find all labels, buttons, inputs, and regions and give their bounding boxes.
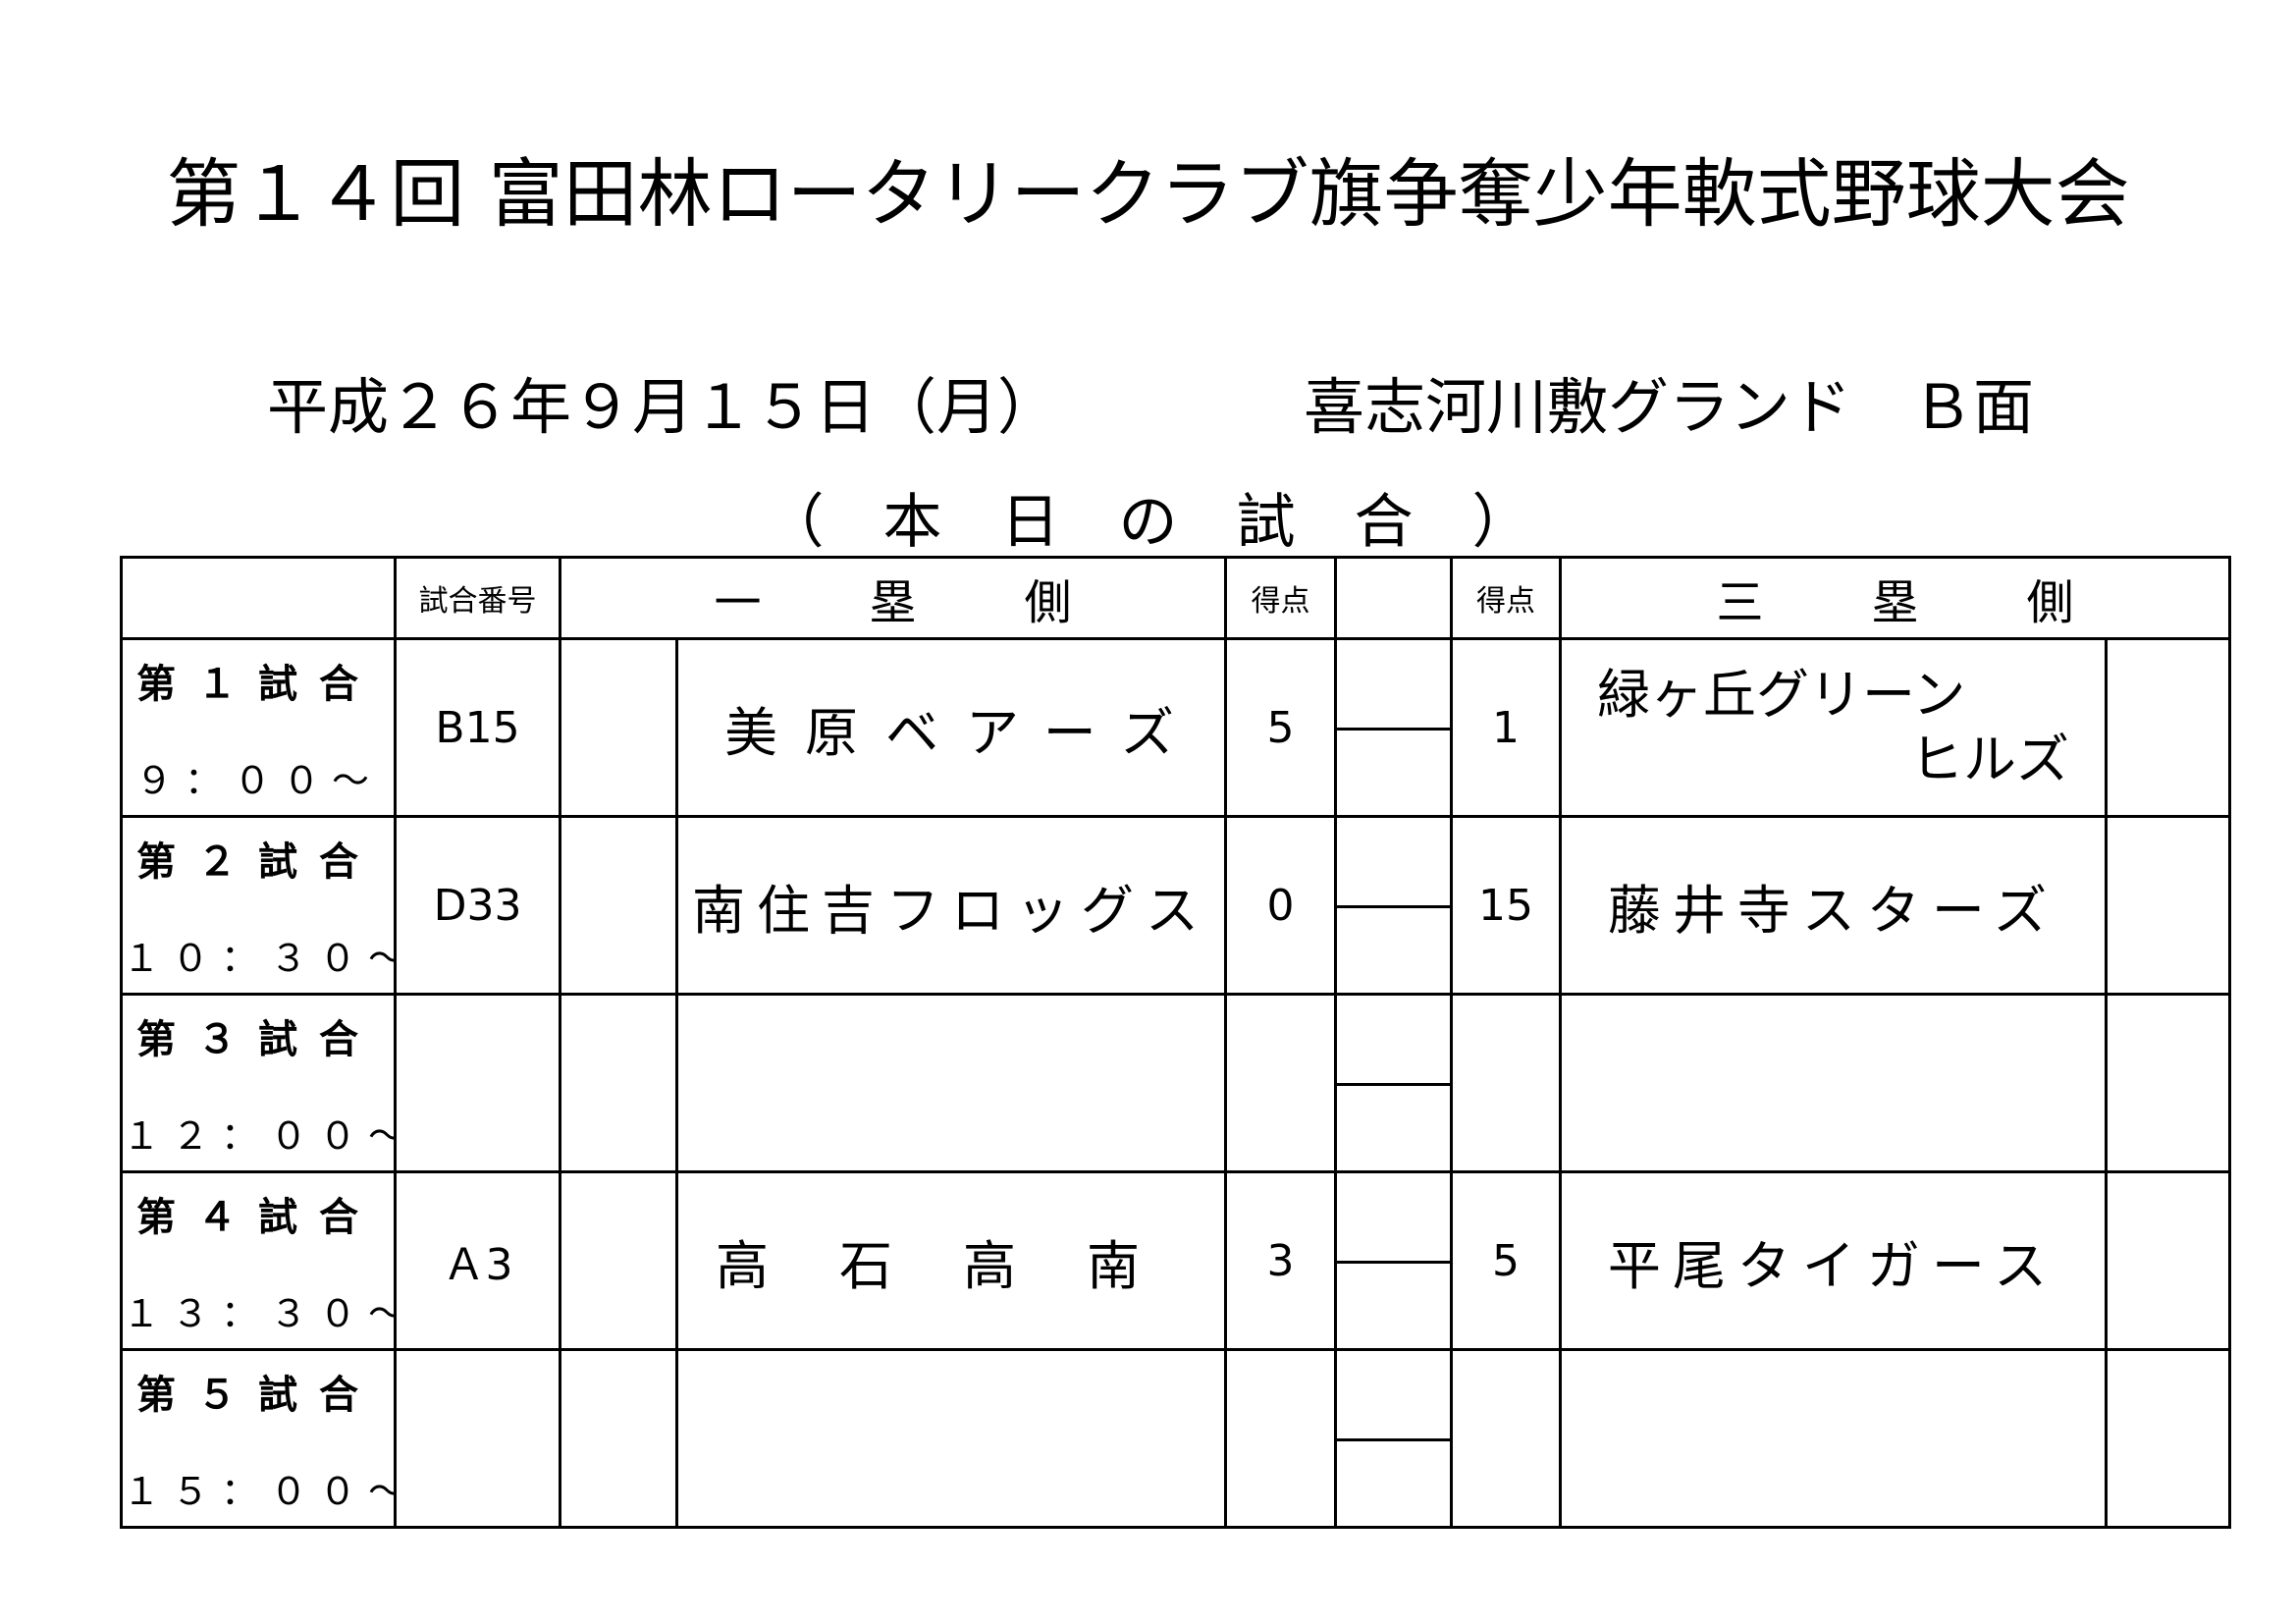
spacer-cell bbox=[559, 1348, 678, 1529]
game-row: 第２試合 １０：３０～ D33 南住吉フロッグス 0 15 藤井寺スターズ bbox=[120, 815, 2232, 996]
score-separator bbox=[1334, 1170, 1454, 1351]
venue: 喜志河川敷グランド Ｂ面 bbox=[1304, 371, 2035, 443]
dash-line bbox=[1338, 1083, 1449, 1086]
team-third-base bbox=[1559, 1348, 2109, 1529]
dash-line bbox=[1338, 1438, 1449, 1441]
spacer-cell bbox=[559, 815, 678, 996]
spacer-cell bbox=[2105, 1348, 2232, 1529]
match-no: Ａ3 bbox=[394, 1170, 561, 1351]
game-label: 第５試合 bbox=[136, 1372, 380, 1418]
team-first-base: 高石高南 bbox=[674, 1170, 1228, 1351]
game-time: １０：３０～ bbox=[123, 936, 396, 980]
spacer-cell bbox=[559, 1170, 678, 1351]
spacer-cell bbox=[2105, 815, 2232, 996]
score-first-base: 3 bbox=[1224, 1170, 1338, 1351]
game-time: １３：３０～ bbox=[123, 1291, 396, 1335]
match-no bbox=[394, 1348, 561, 1529]
dash-line bbox=[1338, 1261, 1449, 1264]
game-time: １２：００～ bbox=[123, 1113, 396, 1158]
header-dash-blank bbox=[1334, 556, 1454, 640]
game-label: 第２試合 bbox=[136, 839, 380, 885]
team-third-base bbox=[1559, 993, 2109, 1173]
score-third-base: 15 bbox=[1450, 815, 1563, 996]
score-third-base bbox=[1450, 1348, 1563, 1529]
score-first-base: 0 bbox=[1224, 815, 1338, 996]
game-row: 第４試合 １３：３０～ Ａ3 高石高南 3 5 平尾タイガース bbox=[120, 1170, 2232, 1351]
match-no bbox=[394, 993, 561, 1173]
header-third-base-side: 三塁側 bbox=[1559, 556, 2232, 640]
game-row: 第１試合 ９：００～ B15 美原ベアーズ 5 1 緑ヶ丘グリーン ヒルズ bbox=[120, 637, 2232, 818]
score-first-base bbox=[1224, 993, 1338, 1173]
game-label-cell: 第４試合 １３：３０～ bbox=[120, 1170, 397, 1351]
page-title: 第１４回 富田林ロータリークラブ旗争奪少年軟式野球大会 bbox=[166, 150, 2130, 238]
event-date: 平成２６年９月１５日（月） bbox=[267, 371, 1059, 443]
spacer-cell bbox=[2105, 993, 2232, 1173]
score-third-base: 5 bbox=[1450, 1170, 1563, 1351]
game-label-cell: 第１試合 ９：００～ bbox=[120, 637, 397, 818]
game-label-cell: 第３試合 １２：００～ bbox=[120, 993, 397, 1173]
score-separator bbox=[1334, 815, 1454, 996]
team-first-base bbox=[674, 1348, 1228, 1529]
score-separator bbox=[1334, 993, 1454, 1173]
score-separator bbox=[1334, 1348, 1454, 1529]
schedule-table: 試合番号 一塁側 得点 得点 三塁側 第１試合 ９：００～ B15 美原ベアーズ… bbox=[120, 556, 2232, 1529]
score-separator bbox=[1334, 637, 1454, 818]
spacer-cell bbox=[559, 993, 678, 1173]
team-first-base bbox=[674, 993, 1228, 1173]
team-third-base: 平尾タイガース bbox=[1559, 1170, 2109, 1351]
game-label: 第３試合 bbox=[136, 1016, 380, 1062]
section-subtitle: （ 本 日 の 試 合 ） bbox=[765, 488, 1531, 557]
header-row: 試合番号 一塁側 得点 得点 三塁側 bbox=[120, 556, 2232, 640]
game-row: 第５試合 １５：００～ bbox=[120, 1348, 2232, 1529]
header-blank bbox=[120, 556, 397, 640]
game-label-cell: 第２試合 １０：３０～ bbox=[120, 815, 397, 996]
header-score-2: 得点 bbox=[1450, 556, 1563, 640]
game-label-cell: 第５試合 １５：００～ bbox=[120, 1348, 397, 1529]
dash-line bbox=[1338, 905, 1449, 908]
dash-line bbox=[1338, 728, 1449, 731]
spacer-cell bbox=[2105, 637, 2232, 818]
header-first-base-side: 一塁側 bbox=[558, 556, 1228, 640]
score-third-base bbox=[1450, 993, 1563, 1173]
team-third-base-line1: 緑ヶ丘グリーン bbox=[1597, 664, 1966, 726]
header-score-1: 得点 bbox=[1224, 556, 1338, 640]
score-first-base bbox=[1224, 1348, 1338, 1529]
spacer-cell bbox=[559, 637, 678, 818]
game-label: 第４試合 bbox=[136, 1194, 380, 1240]
game-time: ９：００～ bbox=[134, 758, 381, 802]
header-match-no: 試合番号 bbox=[394, 556, 561, 640]
match-no: B15 bbox=[394, 637, 561, 818]
game-label: 第１試合 bbox=[136, 661, 380, 707]
score-third-base: 1 bbox=[1450, 637, 1563, 818]
team-third-base: 緑ヶ丘グリーン ヒルズ bbox=[1559, 637, 2109, 818]
game-row: 第３試合 １２：００～ bbox=[120, 993, 2232, 1173]
team-first-base: 南住吉フロッグス bbox=[674, 815, 1228, 996]
team-third-base: 藤井寺スターズ bbox=[1559, 815, 2109, 996]
game-time: １５：００～ bbox=[123, 1469, 396, 1513]
score-first-base: 5 bbox=[1224, 637, 1338, 818]
spacer-cell bbox=[2105, 1170, 2232, 1351]
team-first-base: 美原ベアーズ bbox=[674, 637, 1228, 818]
match-no: D33 bbox=[394, 815, 561, 996]
team-third-base-line2: ヒルズ bbox=[1910, 729, 2070, 790]
